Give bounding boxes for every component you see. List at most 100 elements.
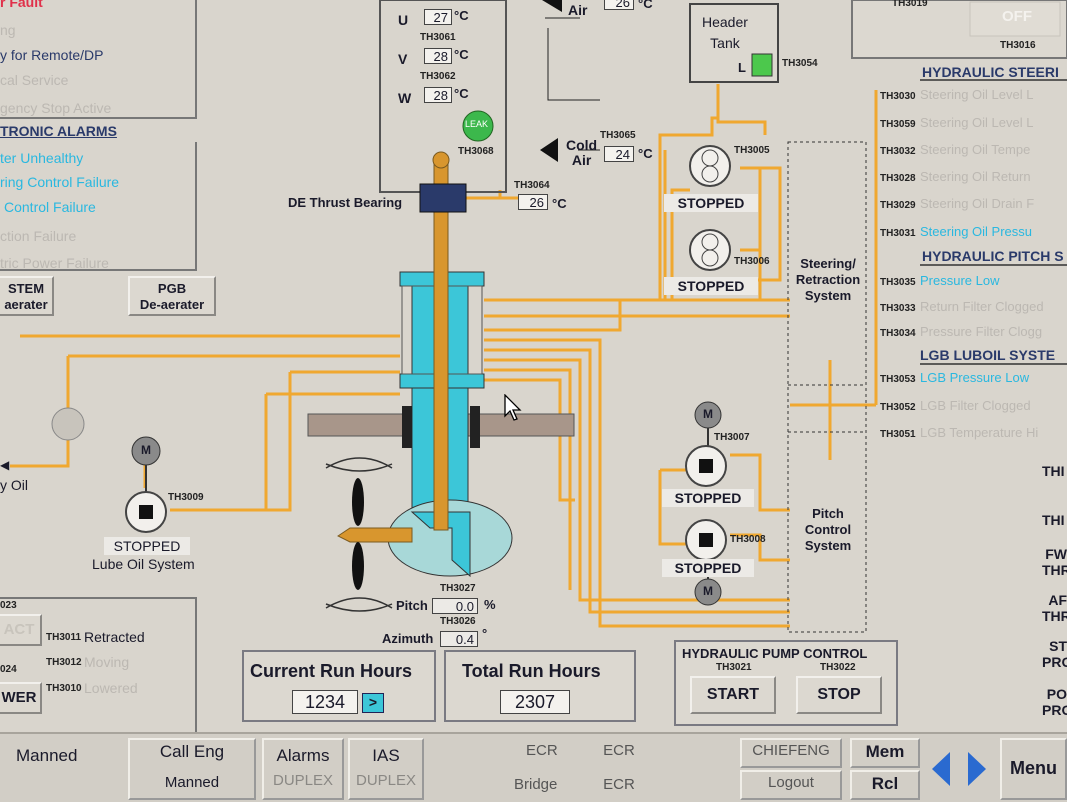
oil-arrow-icon: ◀	[0, 458, 10, 472]
phase-w-value: 28	[424, 87, 452, 103]
tag-th3034: TH3034	[880, 328, 916, 339]
off-button[interactable]: OFF	[1002, 8, 1032, 25]
menu-label: Menu	[1010, 758, 1057, 778]
local-service: cal Service	[0, 72, 69, 88]
steer-pump-1-status: STOPPED	[664, 194, 758, 212]
tag-th3026: TH3026	[440, 616, 476, 627]
tag-th3064: TH3064	[514, 180, 550, 191]
logout-label: Logout	[768, 774, 814, 791]
tag-th3031: TH3031	[880, 228, 916, 239]
steer-pump-2-status: STOPPED	[664, 277, 758, 295]
tag-th3021: TH3021	[716, 662, 752, 673]
phase-v-value: 28	[424, 48, 452, 64]
tag-th3006: TH3006	[734, 256, 770, 267]
electronic-alarms-title: TRONIC ALARMS	[0, 123, 117, 139]
tag-th3028: TH3028	[880, 173, 916, 184]
next-page-icon[interactable]	[966, 750, 988, 788]
rcl-button[interactable]	[850, 770, 920, 800]
tag-th3011: TH3011	[46, 632, 82, 643]
alarm-text: Steering Oil Drain F	[920, 196, 1035, 211]
right-edge-5[interactable]: ST PRO	[1042, 638, 1067, 670]
tag-th3033: TH3033	[880, 303, 916, 314]
prev-page-icon[interactable]	[930, 750, 952, 788]
pgb-deaerater-button[interactable]: PGB De-aerater	[128, 276, 216, 316]
alarm-text: Steering Oil Pressu	[920, 224, 1032, 239]
start-button[interactable]: START	[690, 676, 776, 714]
manned-status: Manned	[16, 746, 78, 765]
hydraulic-pump-control-title: HYDRAULIC PUMP CONTROL	[682, 646, 868, 661]
de-thrust-unit: °C	[552, 196, 567, 211]
chiefeng-button[interactable]	[740, 738, 842, 768]
tag-th3030: TH3030	[880, 91, 916, 102]
stop-button[interactable]: STOP	[796, 676, 882, 714]
right-edge-3[interactable]: FW THR	[1042, 546, 1067, 578]
alarm-text: Steering Oil Return	[920, 169, 1031, 184]
alarm-control: Control Failure	[4, 199, 96, 215]
right-edge-4[interactable]: AF THR	[1042, 592, 1067, 624]
hot-air-value: 26	[604, 0, 634, 10]
steer-alarm-6: TH3031 Steering Oil Pressu	[880, 224, 1032, 239]
retract-button[interactable]: ACT	[0, 614, 42, 646]
alarm-text: Steering Oil Level L	[920, 87, 1034, 102]
tag-th3035: TH3035	[880, 277, 916, 288]
lube-pump-status: STOPPED	[104, 537, 190, 555]
system-deaerater-button[interactable]: STEM aerater	[0, 276, 54, 316]
pitch-pump-1-status: STOPPED	[662, 489, 754, 507]
run-hours-arrow-button[interactable]: >	[362, 693, 384, 713]
alarm-text: Pressure Low	[920, 273, 1000, 288]
tag-th3051: TH3051	[880, 429, 916, 440]
phase-w-unit: °C	[454, 86, 469, 101]
tag-th3061: TH3061	[420, 32, 456, 43]
tag-th3068: TH3068	[458, 146, 494, 157]
call-eng-button[interactable]	[128, 738, 256, 800]
steer-alarm-4: TH3028 Steering Oil Return	[880, 169, 1031, 184]
cold-air-unit: °C	[638, 146, 653, 161]
phase-v-unit: °C	[454, 47, 469, 62]
azimuth-unit: °	[482, 626, 488, 641]
header-tank-label: Header Tank	[702, 14, 748, 51]
lgb-luboil-title: LGB LUBOIL SYSTE	[920, 347, 1056, 363]
ias-button[interactable]	[348, 738, 424, 800]
phase-w-label: W	[398, 90, 412, 106]
alarms-button[interactable]	[262, 738, 344, 800]
alarm-text: LGB Pressure Low	[920, 370, 1030, 385]
bridge-label: Bridge	[514, 776, 558, 793]
cold-air-value: 24	[604, 146, 634, 162]
tag-th3054: TH3054	[782, 58, 818, 69]
right-edge-6[interactable]: PO PRO	[1042, 686, 1067, 718]
pitch-label: Pitch	[396, 598, 428, 613]
right-edge-2[interactable]: THI	[1042, 512, 1065, 528]
menu-button[interactable]	[1000, 738, 1067, 800]
tag-th3052: TH3052	[880, 402, 916, 413]
mem-label: Mem	[865, 742, 905, 761]
de-thrust-value: 26	[518, 194, 548, 210]
mem-button[interactable]	[850, 738, 920, 768]
ready-remote-dp: y for Remote/DP	[0, 47, 104, 63]
tag-th3065: TH3065	[600, 130, 636, 141]
pitch-motor-1: M	[703, 407, 713, 421]
bridge-value: ECR	[603, 776, 635, 793]
lube-oil-system-label: Lube Oil System	[92, 556, 195, 572]
logout-button[interactable]	[740, 770, 842, 800]
tag-th3027: TH3027	[440, 583, 476, 594]
retracted-label: Retracted	[84, 629, 145, 645]
tag-th3062: TH3062	[420, 71, 456, 82]
right-edge-1[interactable]: THI	[1042, 463, 1065, 479]
pitch-unit: %	[484, 597, 496, 612]
lower-button[interactable]: WER	[0, 682, 42, 714]
phase-u-value: 27	[424, 9, 452, 25]
lube-motor: M	[141, 443, 151, 457]
emergency-stop: gency Stop Active	[0, 100, 112, 116]
header-tank-level: L	[738, 60, 746, 75]
mouse-cursor-icon	[504, 394, 522, 421]
alarm-retraction: ction Failure	[0, 228, 77, 244]
tag-th3016: TH3016	[1000, 40, 1036, 51]
phase-u-unit: °C	[454, 8, 469, 23]
